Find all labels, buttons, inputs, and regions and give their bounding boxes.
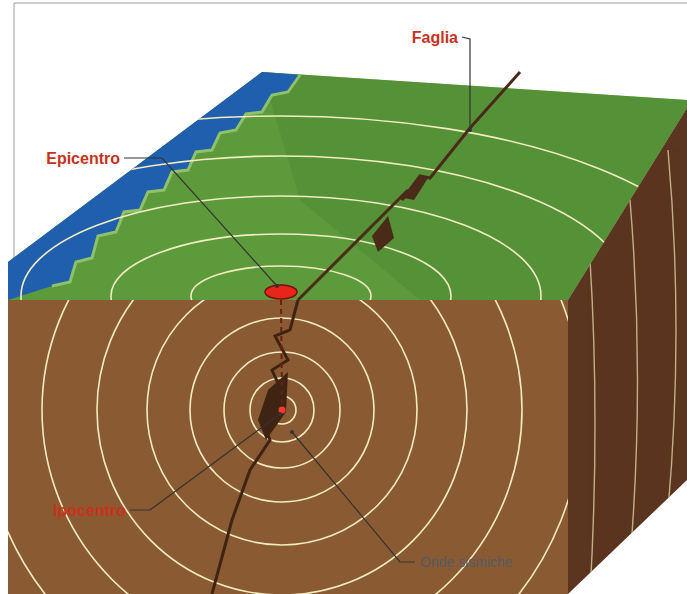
crust-front (8, 300, 568, 594)
fault-trace (298, 72, 520, 300)
fault-scarp (404, 176, 428, 200)
frame-line (14, 3, 687, 4)
epicentre-mark (265, 285, 297, 299)
sea (8, 72, 300, 300)
leader-dot (290, 430, 294, 434)
coastline (52, 75, 300, 286)
leader-lines (124, 37, 470, 562)
seismic-waves (0, 110, 582, 594)
leader-dot (278, 412, 282, 416)
leader-dot (468, 128, 472, 132)
fault-label: Faglia (412, 30, 458, 46)
ground-surface (8, 72, 687, 300)
hypocentre-label: Ipocentro (53, 503, 126, 519)
focal-axis (281, 300, 282, 404)
leader-dot (275, 284, 279, 288)
fault-rupture (258, 372, 288, 440)
waves-label: Onde sismiche (420, 555, 513, 569)
side-waves (590, 150, 676, 594)
fault-plane (212, 300, 298, 594)
epicentre-label: Epicentro (46, 151, 120, 167)
surface-waves (0, 116, 687, 476)
fault-scarp (372, 216, 394, 252)
